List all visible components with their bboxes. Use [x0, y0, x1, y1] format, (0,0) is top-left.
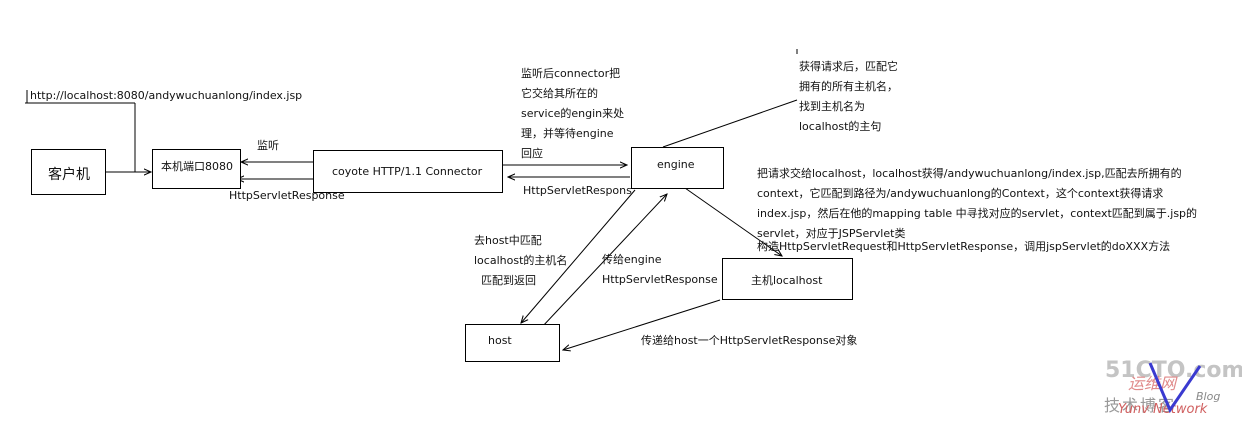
- arrow-engine-to-mainhost: [684, 187, 782, 256]
- localhost-note: 把请求交给localhost，localhost获得/andywuchuanlo…: [757, 167, 1198, 240]
- watermark-brand-cn: 运维网: [1128, 374, 1177, 393]
- local-port-box: 本机端口8080: [152, 149, 241, 189]
- watermark-blog: Blog: [1196, 390, 1221, 403]
- client-box: 客户机: [31, 149, 106, 195]
- listen-label: 监听: [257, 139, 279, 152]
- response-left-label: HttpServletResponse: [229, 189, 345, 202]
- main-host-label: 主机localhost: [751, 274, 823, 287]
- connector-label: coyote HTTP/1.1 Connector: [332, 165, 483, 178]
- engine-note-leader: [662, 99, 798, 148]
- local-port-label: 本机端口8080: [161, 160, 233, 173]
- host-box: host: [465, 324, 560, 362]
- connector-box: coyote HTTP/1.1 Connector: [313, 150, 503, 193]
- pass-host-note: 传递给host一个HttpServletResponse对象: [641, 334, 858, 347]
- host-match-note: 去host中匹配 localhost的主机名 匹配到返回: [474, 234, 568, 287]
- watermark-brand-en: Yunv Network: [1118, 402, 1208, 417]
- engine-label: engine: [657, 158, 695, 171]
- connector-note: 监听后connector把 它交给其所在的 service的engin来处 理，…: [521, 67, 625, 160]
- host-label: host: [488, 334, 512, 347]
- construct-note: 构造HttpServletRequest和HttpServletResponse…: [757, 240, 1171, 253]
- client-label: 客户机: [48, 167, 90, 183]
- arrow-host-to-engine: [541, 194, 667, 328]
- watermark-tech: 技术博客: [1104, 396, 1177, 415]
- response-mid-label: HttpServletRespons: [523, 184, 632, 197]
- watermark-site: 51CTO.com: [1105, 358, 1242, 383]
- engine-note: 获得请求后，匹配它 拥有的所有主机名， 找到主机名为 localhost的主句: [799, 60, 898, 133]
- pass-engine-note: 传给engine HttpServletResponse: [602, 253, 718, 286]
- engine-box: engine: [631, 147, 724, 189]
- url-label: http://localhost:8080/andywuchuanlong/in…: [30, 89, 303, 102]
- arrow-engine-to-host: [521, 189, 636, 323]
- main-host-box: 主机localhost: [722, 258, 853, 300]
- arrow-mainhost-to-host: [563, 299, 721, 350]
